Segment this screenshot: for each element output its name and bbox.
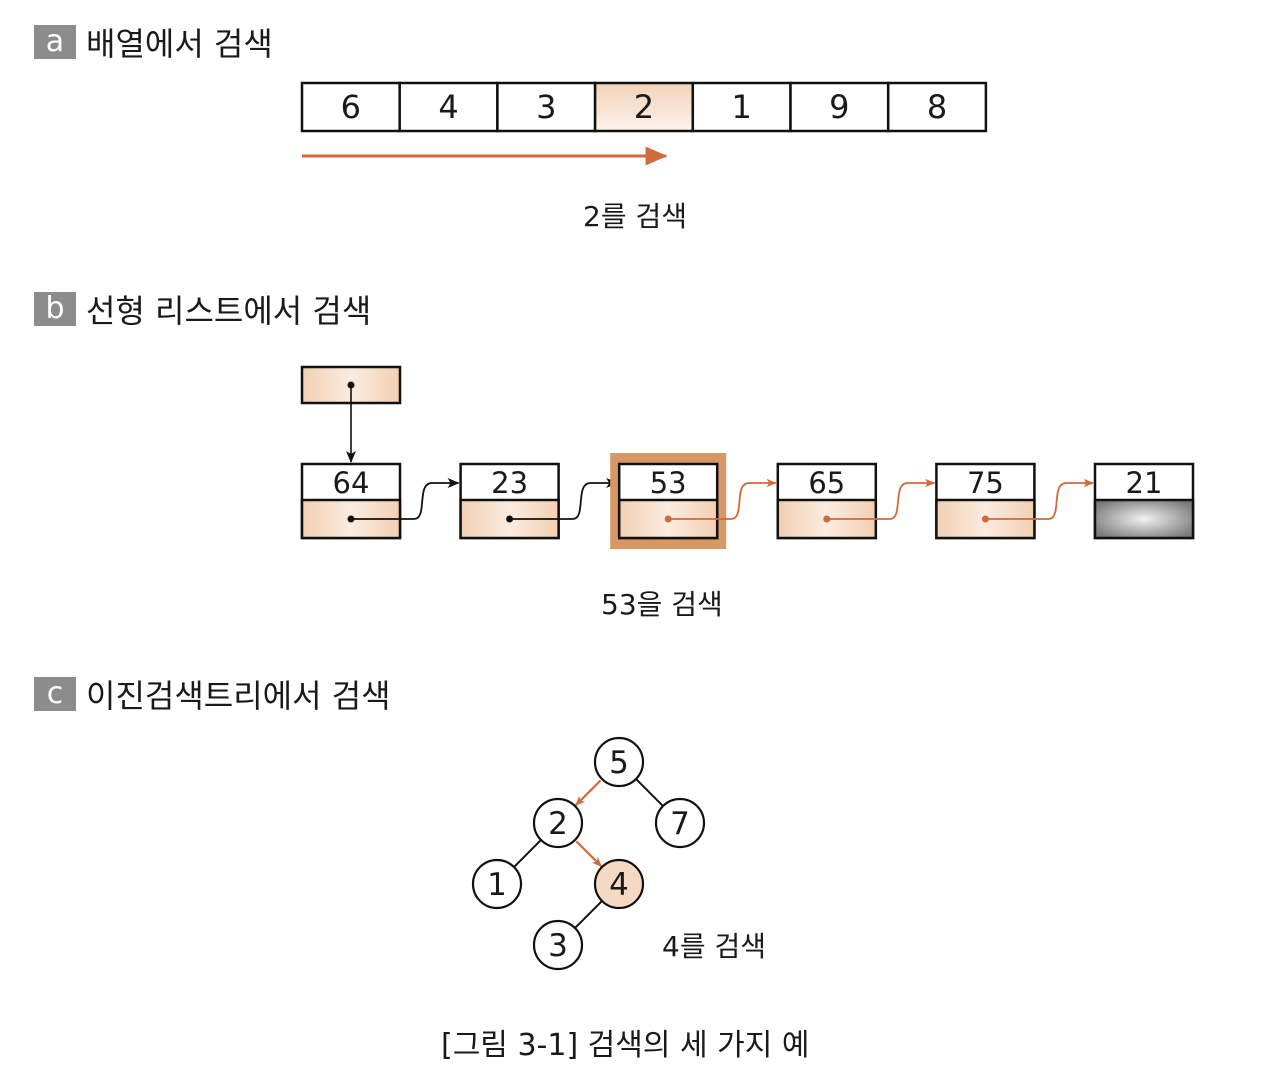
array-cell-value: 1: [731, 88, 751, 126]
tree-node: [532, 797, 584, 849]
list-node-value: 64: [333, 466, 370, 500]
section-b-title: 선형 리스트에서 검색: [86, 292, 372, 330]
link-arrow: [826, 478, 936, 520]
section-a-caption: 2를 검색: [583, 200, 687, 233]
array-cell-value: 6: [341, 88, 361, 126]
section-b-header: b 선형 리스트에서 검색: [34, 289, 372, 330]
tree-edge: [635, 778, 664, 807]
search-path-edge: [575, 840, 603, 868]
section-b-badge: b: [34, 292, 76, 326]
tree-node-value: 1: [487, 867, 507, 903]
null-link: [1093, 498, 1195, 540]
link-dot: [506, 515, 514, 523]
array-cell-value: 9: [829, 88, 849, 126]
tree-node: [654, 797, 706, 849]
section-a-title: 배열에서 검색: [86, 25, 273, 63]
tree-node-value: 4: [609, 867, 629, 903]
list-node-value: 65: [808, 466, 845, 500]
tree-node: [532, 919, 584, 971]
array-cell-value: 3: [536, 88, 556, 126]
tree-edge: [574, 900, 603, 929]
binary-search-tree-diagram: 5 2 7 1 4 3: [471, 736, 706, 971]
array-cell: [593, 81, 695, 133]
link-arrow: [351, 478, 460, 520]
array-cell: [886, 81, 988, 133]
array-cell-value: 8: [927, 88, 947, 126]
link-arrow: [985, 478, 1094, 520]
section-c-caption: 4를 검색: [662, 930, 766, 963]
array-cell-value: 4: [438, 88, 458, 126]
section-c-badge: c: [34, 677, 76, 711]
array-diagram: 6 4 3 2 1 9 8: [300, 81, 988, 166]
tree-node-value: 5: [609, 745, 629, 781]
linked-list-diagram: 64 23 53 65 75 21: [300, 365, 1195, 549]
tree-edge: [513, 839, 542, 868]
found-tree-node: [593, 858, 645, 910]
section-a-header: a 배열에서 검색: [34, 22, 273, 63]
tree-node-value: 2: [548, 806, 568, 842]
section-a-badge: a: [34, 25, 76, 59]
array-cell-value: 2: [634, 88, 654, 126]
figure-caption: [그림 3-1] 검색의 세 가지 예: [441, 1028, 810, 1063]
array-cell: [300, 81, 401, 133]
list-node-value: 53: [650, 466, 687, 500]
array-cell: [691, 81, 792, 133]
array-cell: [496, 81, 597, 133]
link-arrow: [668, 478, 777, 520]
tree-node-value: 3: [548, 928, 568, 964]
tree-node-value: 7: [670, 806, 690, 842]
link-arrow: [509, 478, 619, 520]
list-node-value: 75: [967, 466, 1004, 500]
search-path-edge: [574, 779, 602, 807]
tree-node: [471, 858, 523, 910]
section-c-header: c 이진검색트리에서 검색: [34, 674, 391, 715]
list-node-value: 21: [1126, 466, 1163, 500]
section-b-caption: 53을 검색: [601, 588, 723, 621]
tree-node: [593, 736, 645, 788]
section-c-title: 이진검색트리에서 검색: [86, 677, 391, 715]
list-node-value: 23: [491, 466, 528, 500]
